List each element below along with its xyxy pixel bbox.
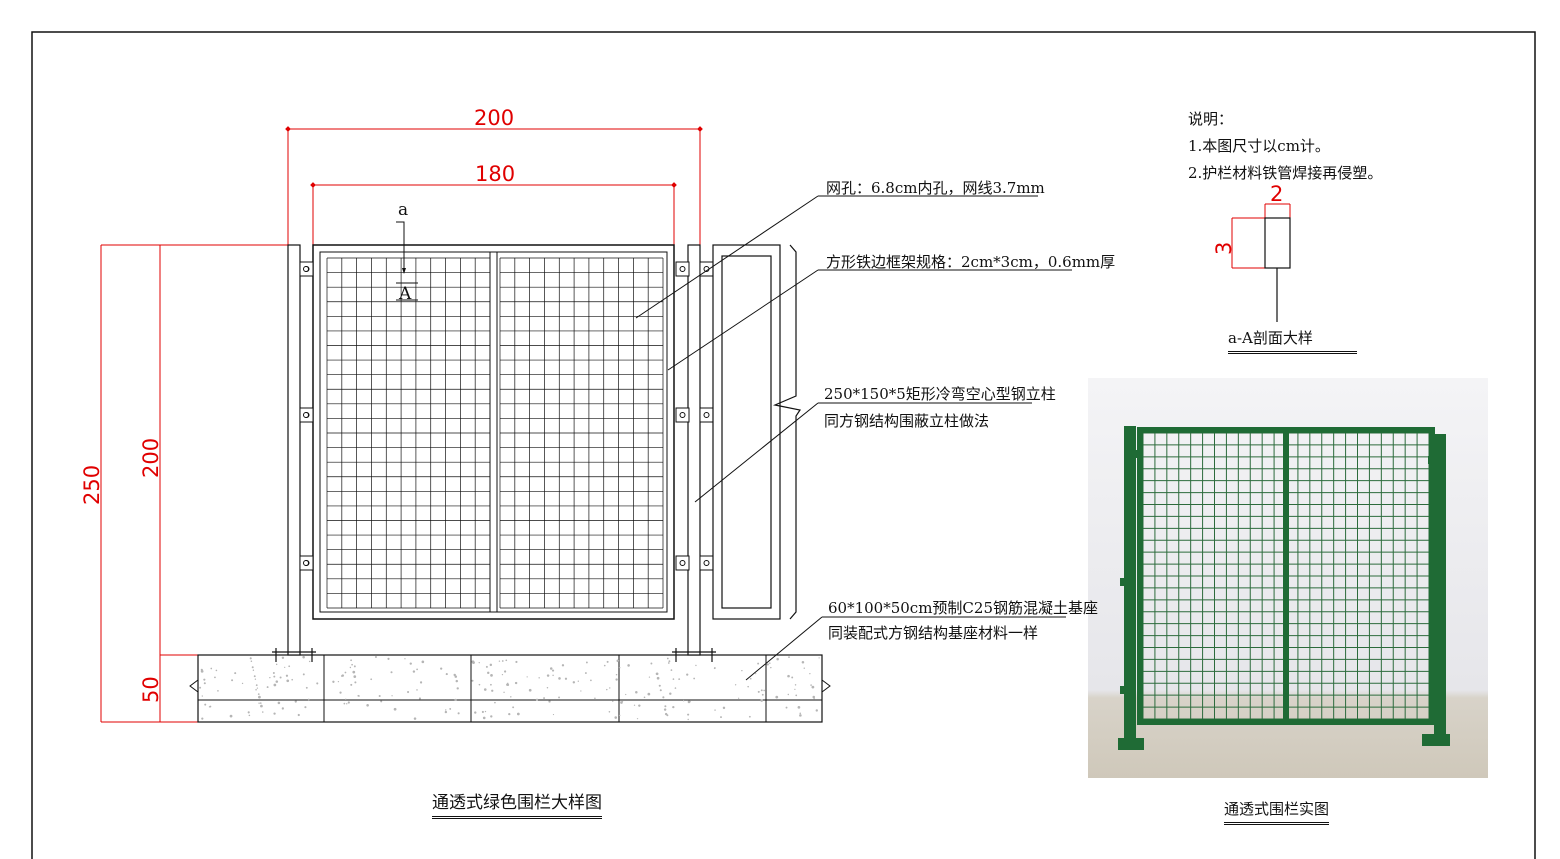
section-detail: [1264, 217, 1291, 322]
main-drawing-title: 通透式绿色围栏大样图: [432, 788, 602, 819]
callout-post-line2: 同方钢结构围蔽立柱做法: [824, 412, 990, 430]
leader-lines: [635, 195, 1072, 681]
panel-brackets: [299, 261, 714, 571]
callout-frame: 方形铁边框架规格：2cm*3cm，0.6mm厚: [826, 253, 1116, 271]
concrete-base: [189, 654, 831, 723]
section-mark-upper: A: [399, 284, 412, 304]
dim-height-total: 250: [80, 464, 104, 505]
section-title: a-A剖面大样: [1228, 327, 1357, 354]
fence-posts: [272, 244, 716, 662]
dimension-ticks: [285, 126, 703, 188]
panel-frame: [312, 244, 675, 620]
dim-section-height: 3: [1212, 241, 1236, 255]
notes-item-1: 1.本图尺寸以cm计。: [1188, 137, 1330, 155]
sheet-border: [31, 31, 1536, 859]
dim-section-width: 2: [1270, 182, 1284, 206]
dim-width-outer: 200: [474, 106, 515, 130]
wire-mesh: [326, 257, 664, 609]
dimension-lines: [100, 128, 1291, 723]
callout-mesh: 网孔：6.8cm内孔，网线3.7mm: [826, 179, 1045, 197]
section-cut-marker: [396, 221, 418, 301]
callout-post-line1: 250*150*5矩形冷弯空心型钢立柱: [824, 385, 1056, 403]
notes-heading: 说明：: [1188, 110, 1234, 128]
notes-item-2: 2.护栏材料铁管焊接再侵塑。: [1188, 164, 1383, 182]
section-mark-lower: a: [398, 200, 409, 220]
dim-height-fence: 200: [139, 437, 163, 478]
photo-title: 通透式围栏实图: [1224, 798, 1330, 825]
fence-photo: [1088, 378, 1488, 778]
callout-base-line2: 同装配式方钢结构基座材料一样: [828, 624, 1039, 642]
dim-width-inner: 180: [475, 162, 516, 186]
dim-height-base: 50: [139, 676, 163, 703]
callout-base-line1: 60*100*50cm预制C25钢筋混凝土基座: [828, 599, 1098, 617]
side-view-post: [712, 244, 801, 620]
